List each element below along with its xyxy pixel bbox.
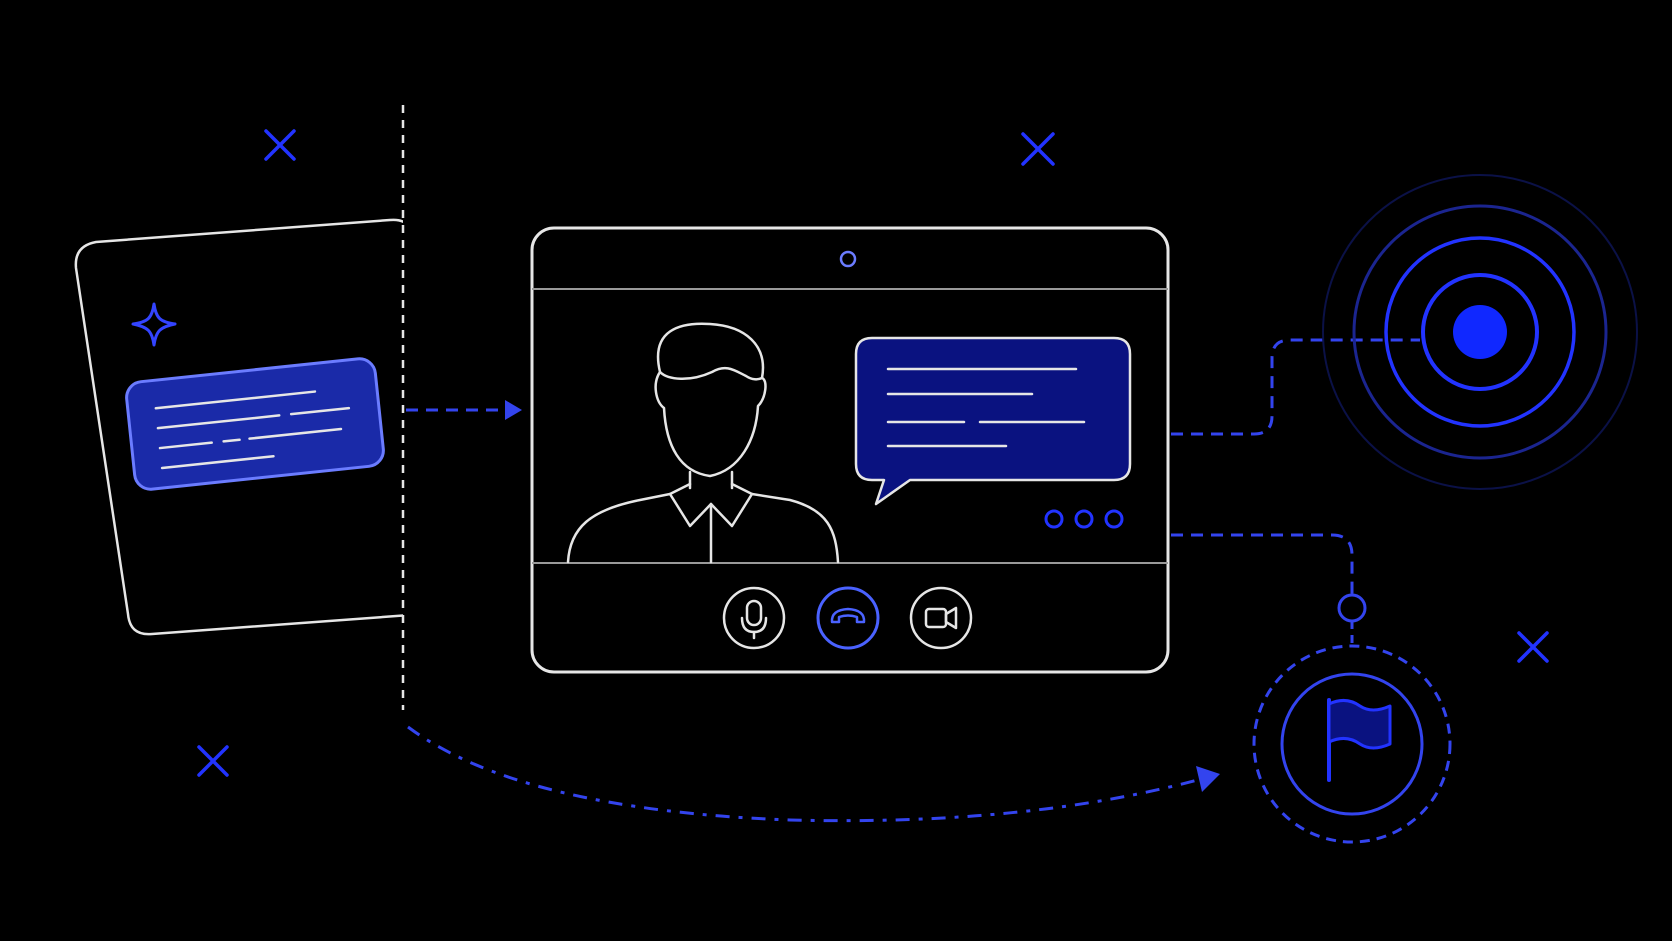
end-call-button[interactable]	[816, 586, 880, 650]
sparkle-icon	[131, 302, 177, 347]
phone-hangup-icon	[830, 607, 866, 624]
connector-to-flag	[1171, 533, 1354, 594]
person-avatar-icon	[566, 322, 840, 564]
connector-to-signal	[1171, 338, 1420, 436]
arrow-to-screen	[406, 400, 522, 420]
x-mark-icon-top-center	[1021, 132, 1055, 166]
typing-indicator	[1044, 509, 1124, 529]
message-card	[74, 218, 403, 636]
x-mark-icon-top-left	[264, 129, 296, 161]
camera-dot	[839, 250, 857, 268]
video-toggle-button[interactable]	[909, 586, 973, 650]
connector-node	[1337, 593, 1367, 623]
x-mark-icon-bottom-left	[197, 745, 229, 777]
radio-signal-icon	[1322, 174, 1638, 490]
x-mark-icon-right	[1517, 631, 1549, 663]
card-message-bubble	[125, 357, 385, 491]
video-camera-icon	[924, 606, 958, 630]
arrow-to-flag	[407, 725, 1220, 823]
flag-icon	[1327, 698, 1392, 782]
flag-target	[1252, 644, 1452, 844]
mute-button[interactable]	[722, 586, 786, 650]
chat-message-bubble	[854, 336, 1132, 506]
microphone-icon	[740, 599, 768, 640]
